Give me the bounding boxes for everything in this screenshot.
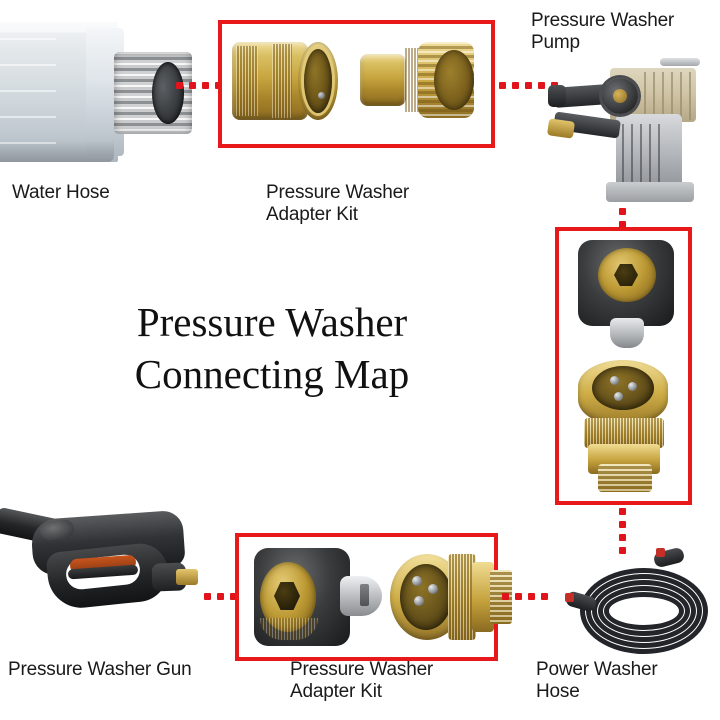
plug-mouth bbox=[434, 50, 474, 110]
pump-valve bbox=[602, 78, 638, 114]
adapter-kit-bottom-brass-coupler bbox=[390, 548, 512, 646]
label-power-washer-hose: Power Washer Hose bbox=[536, 659, 658, 702]
label-pressure-washer-gun: Pressure Washer Gun bbox=[8, 659, 192, 680]
adapter-kit-top-male-plug bbox=[360, 40, 482, 120]
connector-pump-to-adapterkit-right bbox=[619, 208, 626, 228]
coupler-bore bbox=[592, 366, 654, 410]
knurl-band-1 bbox=[236, 46, 258, 116]
coupler-ball-3 bbox=[414, 596, 424, 606]
coupler-bore bbox=[400, 564, 452, 630]
water-hose-image bbox=[0, 18, 192, 166]
adapter-kit-top-female-coupler bbox=[232, 40, 340, 122]
coupler-ball-3 bbox=[614, 392, 623, 401]
label-pressure-washer-pump: Pressure Washer Pump bbox=[531, 10, 675, 53]
plug-knurl bbox=[404, 48, 420, 112]
m22-stem-band bbox=[360, 584, 369, 606]
label-water-hose: Water Hose bbox=[12, 182, 110, 203]
coupler-threads bbox=[598, 464, 652, 492]
pump-brass-tip bbox=[546, 118, 576, 139]
pump-base bbox=[606, 182, 694, 202]
coupler-ball-1 bbox=[610, 376, 619, 385]
adapter-kit-bottom-m22-fitting bbox=[254, 548, 382, 648]
hose-shadow bbox=[0, 140, 114, 162]
coupler-knurled-band bbox=[448, 554, 476, 640]
connector-adapterkit-bottom-to-hose bbox=[502, 593, 554, 600]
highlight-box-adapter-kit-right bbox=[555, 227, 692, 505]
coupler-hex-body bbox=[472, 562, 494, 632]
m22-hex-bore bbox=[274, 582, 300, 610]
coupler-pin bbox=[318, 92, 325, 99]
hose-ferrule-left bbox=[565, 593, 574, 602]
connector-gun-to-adapterkit-bottom bbox=[204, 593, 237, 600]
power-washer-hose-image bbox=[562, 546, 714, 656]
coupler-ball-1 bbox=[412, 576, 422, 586]
coupler-threads bbox=[490, 570, 512, 624]
m22-hex-bore bbox=[614, 264, 638, 286]
pump-top-nipple bbox=[660, 58, 700, 66]
pump-head-bars bbox=[644, 72, 692, 120]
label-adapter-kit-bottom: Pressure Washer Adapter Kit bbox=[290, 659, 434, 702]
plug-shaft bbox=[360, 54, 406, 106]
gun-brass-outlet bbox=[176, 569, 198, 585]
coupler-knurled-band bbox=[584, 418, 664, 448]
coupler-body bbox=[232, 42, 308, 120]
coupler-ball-2 bbox=[428, 584, 438, 594]
adapter-kit-right-brass-coupler bbox=[572, 360, 676, 492]
connector-adapterkit-right-to-hose bbox=[619, 508, 626, 554]
connector-waterhose-to-adapterkit bbox=[176, 82, 222, 89]
pressure-washer-gun-image bbox=[0, 505, 206, 635]
hose-loop-1 bbox=[580, 568, 708, 654]
coupler-socket bbox=[304, 49, 332, 113]
label-adapter-kit-top: Pressure Washer Adapter Kit bbox=[266, 182, 410, 225]
hose-ribs bbox=[0, 38, 56, 146]
pump-fins bbox=[622, 124, 664, 184]
hose-loop-3 bbox=[592, 580, 696, 642]
pressure-washer-pump-image bbox=[546, 58, 708, 210]
pump-inlet-cap bbox=[548, 85, 566, 107]
hose-loop-5 bbox=[604, 592, 684, 630]
hose-ferrule-top bbox=[656, 548, 665, 557]
highlight-box-adapter-kit-top bbox=[218, 20, 495, 148]
m22-thread-band bbox=[260, 618, 318, 640]
hose-bore bbox=[152, 62, 184, 124]
m22-steel-stem bbox=[610, 318, 644, 348]
hose-loop-4 bbox=[598, 586, 690, 636]
page-title: Pressure Washer Connecting Map bbox=[134, 299, 410, 397]
coupler-ball-2 bbox=[628, 382, 637, 391]
knurl-band-2 bbox=[272, 44, 292, 118]
adapter-kit-right-m22-fitting bbox=[578, 240, 674, 352]
